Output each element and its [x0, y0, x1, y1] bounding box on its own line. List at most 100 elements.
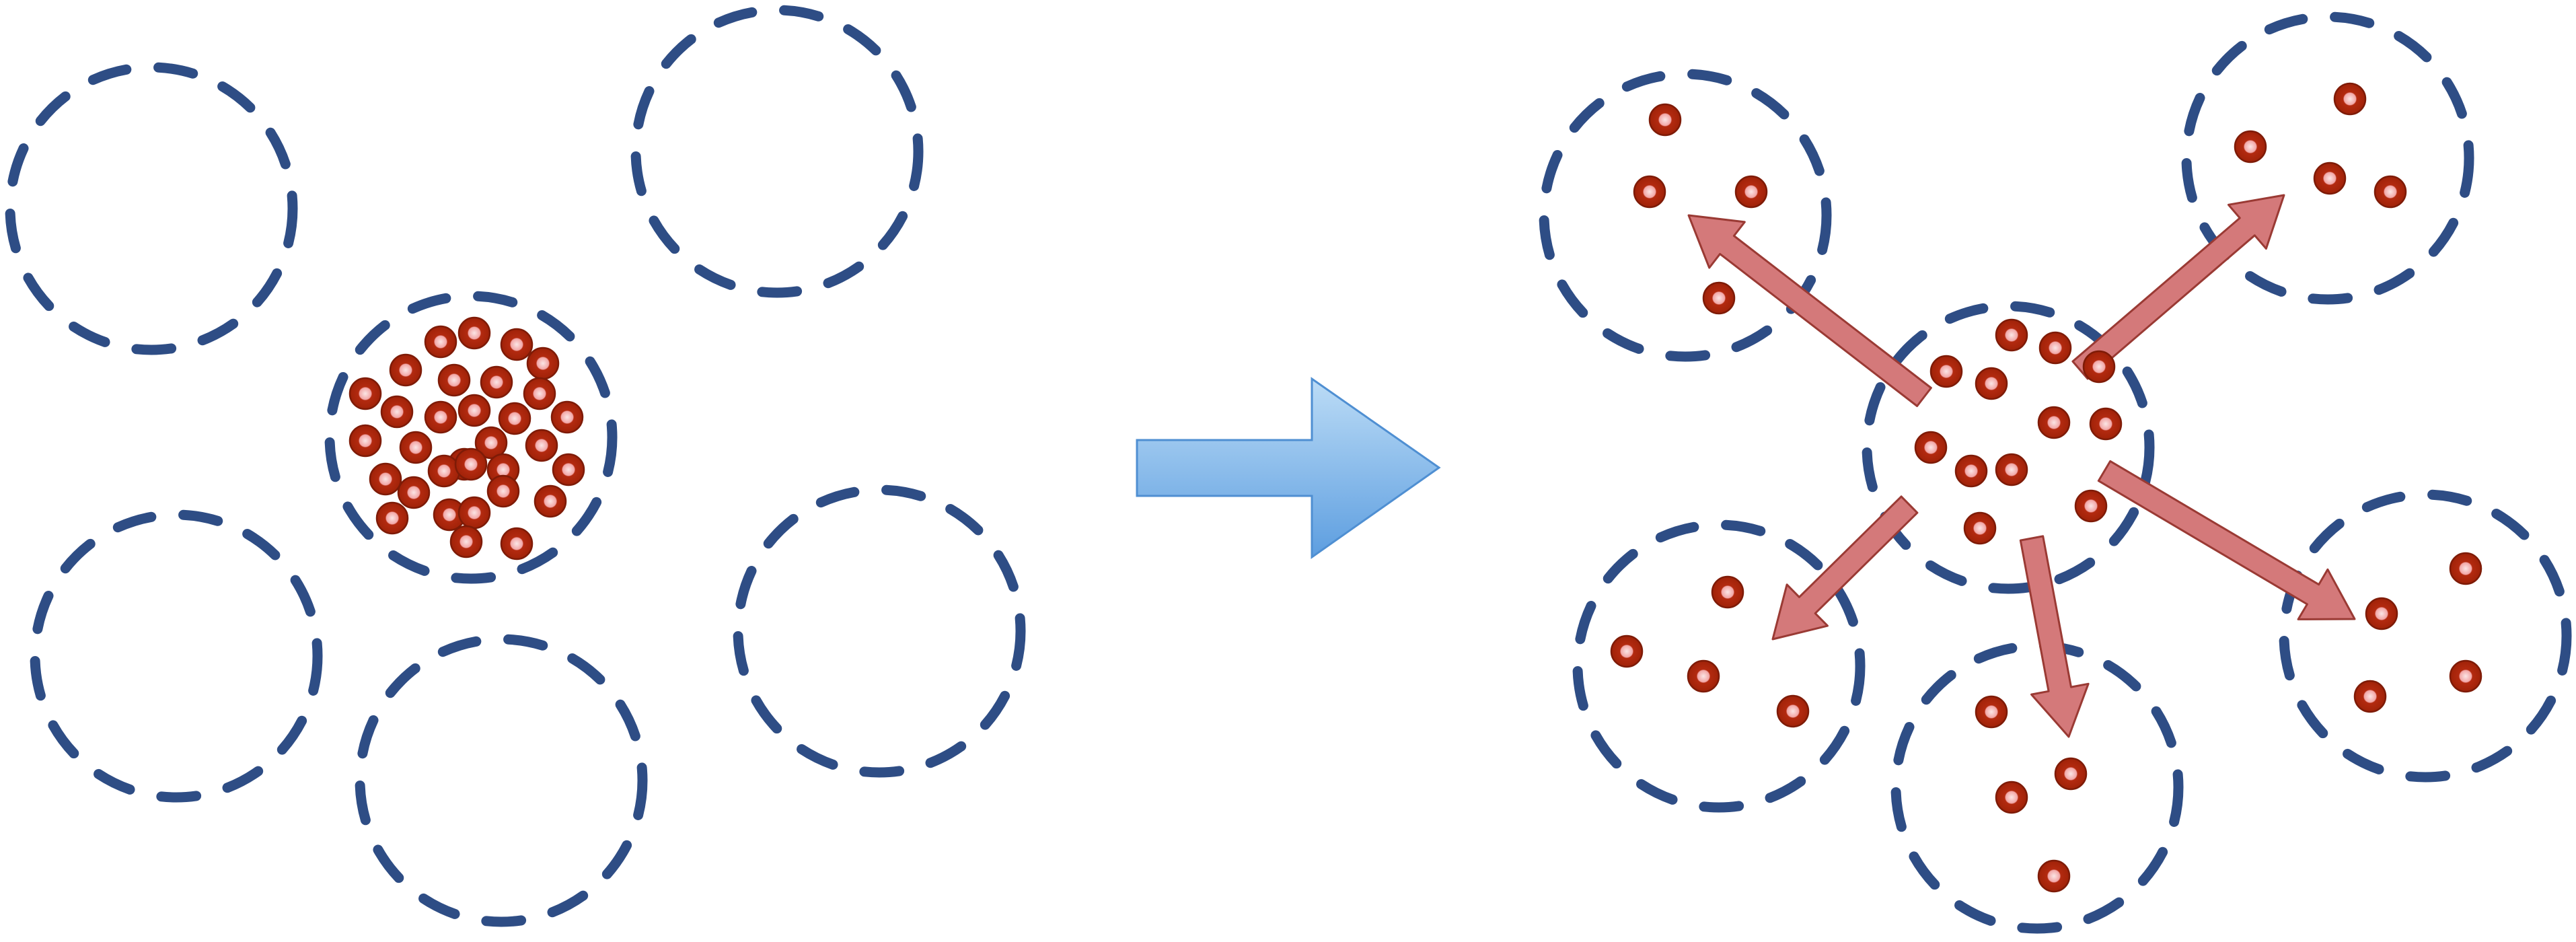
- particle-before-31: [449, 525, 483, 558]
- particle-after-7: [2089, 407, 2123, 441]
- particle-icon: [1975, 367, 2008, 400]
- particle-before-14: [550, 400, 584, 434]
- particle-icon: [397, 476, 431, 509]
- particle-after-19: [2313, 161, 2347, 195]
- transition-arrow-group: [1136, 377, 1441, 559]
- particle-icon: [399, 431, 433, 464]
- particle-after-13: [1648, 103, 1682, 137]
- particle-after-31: [2353, 680, 2387, 713]
- particle-after-2: [2038, 331, 2072, 365]
- particle-after-9: [1954, 454, 1988, 488]
- particle-icon: [457, 316, 491, 350]
- particle-icon: [500, 527, 533, 560]
- right-arrow-icon: [1136, 377, 1441, 559]
- particle-icon: [348, 424, 382, 458]
- particle-icon: [498, 402, 531, 435]
- particle-icon: [1687, 659, 1720, 693]
- particle-icon: [1995, 453, 2028, 486]
- particle-icon: [2365, 597, 2398, 630]
- particle-icon: [2054, 757, 2088, 791]
- particle-icon: [2037, 406, 2071, 439]
- particle-after-20: [2373, 175, 2407, 209]
- particle-icon: [2373, 175, 2407, 209]
- particle-after-27: [1995, 781, 2028, 814]
- particle-icon: [457, 394, 491, 427]
- dispersal-arrow-bottom-right: [2097, 460, 2356, 620]
- particle-icon: [480, 365, 513, 399]
- particle-before-27: [457, 496, 491, 530]
- particle-before-29: [533, 484, 567, 518]
- particle-after-18: [2234, 130, 2267, 164]
- particle-icon: [486, 474, 520, 508]
- circle-top-right: [2181, 11, 2474, 305]
- particle-icon: [2234, 130, 2267, 164]
- particle-icon: [424, 325, 457, 359]
- particle-after-29: [2365, 597, 2398, 630]
- circle-bottom-left: [1572, 519, 1866, 813]
- particle-before-15: [348, 424, 382, 458]
- dispersal-arrow-bottom-left: [1771, 495, 1919, 641]
- particle-before-19: [525, 429, 558, 462]
- particle-after-10: [1995, 453, 2028, 486]
- circle-top-right: [630, 5, 924, 298]
- particle-after-1: [1995, 318, 2028, 352]
- particle-icon: [2074, 489, 2108, 523]
- particle-icon: [1633, 175, 1666, 209]
- dispersal-arrow-top-right: [2071, 194, 2285, 380]
- particle-icon: [1610, 635, 1644, 668]
- particle-before-12: [457, 394, 491, 427]
- particle-after-12: [1963, 511, 1997, 545]
- particle-icon: [369, 462, 402, 496]
- particle-icon: [1963, 511, 1997, 545]
- particle-icon: [526, 347, 560, 380]
- particle-icon: [2333, 82, 2367, 116]
- particle-icon: [449, 525, 483, 558]
- circle-bottom-center: [1890, 641, 2184, 934]
- particle-icon: [427, 454, 461, 488]
- particle-before-21: [397, 476, 431, 509]
- circle-bottom-left: [30, 509, 323, 803]
- particle-icon: [1929, 355, 1963, 388]
- particle-after-24: [1776, 694, 1810, 728]
- circle-bottom-right: [2279, 489, 2572, 783]
- circle-bottom-right: [733, 484, 1026, 778]
- particle-after-25: [1975, 695, 2008, 729]
- particle-after-8: [1914, 431, 1948, 464]
- particle-before-13: [498, 402, 531, 435]
- particle-icon: [1914, 431, 1948, 464]
- particle-icon: [380, 395, 414, 429]
- particle-before-16: [399, 431, 433, 464]
- particle-before-32: [500, 527, 533, 560]
- particle-icon: [525, 429, 558, 462]
- particle-after-22: [1610, 635, 1644, 668]
- particle-after-11: [2074, 489, 2108, 523]
- particle-icon: [2037, 859, 2071, 893]
- particle-before-30: [375, 501, 409, 535]
- circle-bottom-center: [355, 634, 648, 927]
- particle-after-28: [2037, 859, 2071, 893]
- dispersal-arrow-top-left: [1687, 214, 1932, 407]
- particle-icon: [2449, 659, 2482, 693]
- particle-icon: [523, 377, 556, 410]
- particle-after-14: [1633, 175, 1666, 209]
- particle-after-3: [1929, 355, 1963, 388]
- particle-icon: [1776, 694, 1810, 728]
- particle-icon: [1975, 695, 2008, 729]
- particle-icon: [2089, 407, 2123, 441]
- particle-icon: [1648, 103, 1682, 137]
- particle-after-30: [2449, 552, 2482, 585]
- particle-icon: [500, 328, 533, 361]
- particle-icon: [1734, 175, 1768, 209]
- particle-before-28: [486, 474, 520, 508]
- circle-center: [324, 291, 618, 584]
- before-panel: [5, 5, 1026, 927]
- particle-icon: [457, 496, 491, 530]
- particle-before-3: [500, 328, 533, 361]
- particle-icon: [375, 501, 409, 535]
- particle-icon: [550, 400, 584, 434]
- dispersal-arrow-bottom-center: [2019, 535, 2090, 738]
- particle-after-23: [1687, 659, 1720, 693]
- particle-after-21: [1711, 575, 1744, 609]
- particle-before-25: [552, 453, 585, 486]
- particle-before-6: [437, 363, 471, 397]
